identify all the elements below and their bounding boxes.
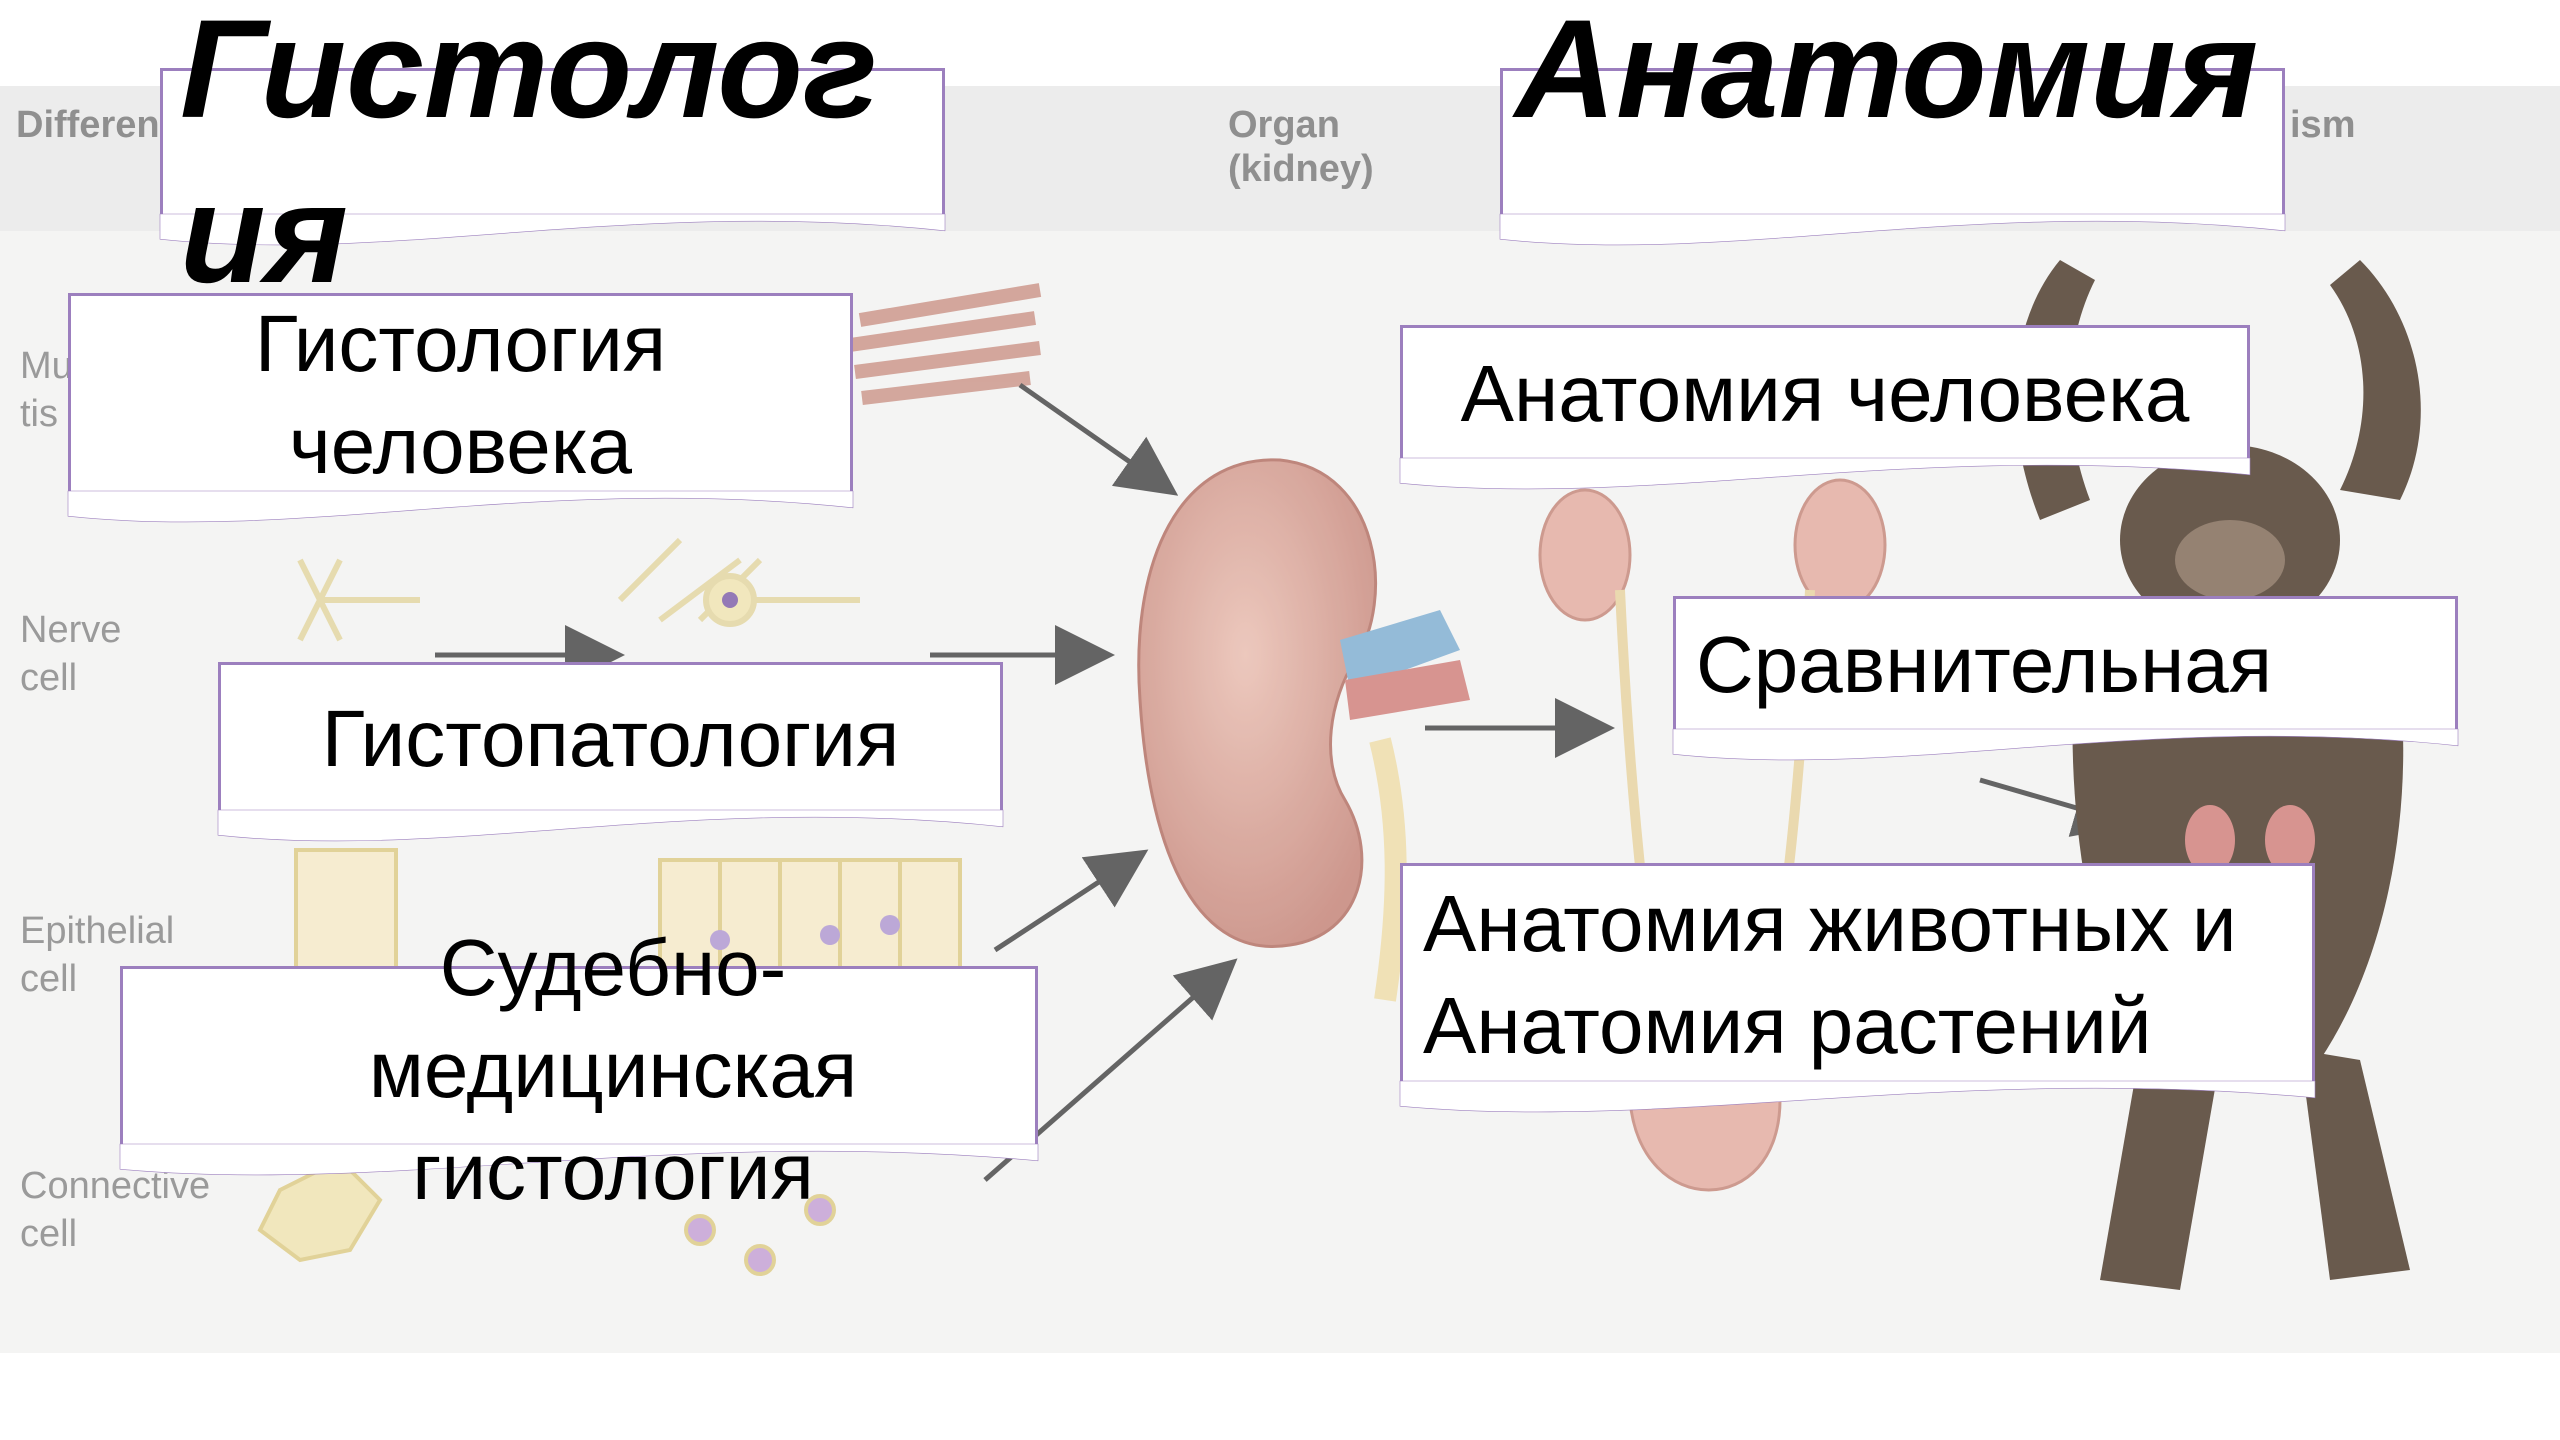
human-histology-box: Гистология человека <box>68 293 853 493</box>
column-header-differentiation: Differen <box>16 104 160 148</box>
forensic-histology-label: Судебно-медицинская гистология <box>313 917 913 1223</box>
row-label-nerve: Nerve cell <box>20 607 150 702</box>
histopathology-label: Гистопатология <box>322 688 900 790</box>
comparative-anatomy-label: Сравнительная <box>1696 614 2272 716</box>
column-header-organism: ism <box>2290 104 2355 148</box>
histopathology-box: Гистопатология <box>218 662 1003 812</box>
human-anatomy-box: Анатомия человека <box>1400 325 2250 460</box>
column-header-organ: Organ (kidney) <box>1228 104 1398 191</box>
forensic-histology-box: Судебно-медицинская гистология <box>120 966 1038 1146</box>
anatomy-title: Анатомия <box>1515 0 2275 151</box>
human-histology-label: Гистология человека <box>246 293 676 497</box>
animal-plant-anatomy-box: Анатомия животных и Анатомия растений <box>1400 863 2315 1083</box>
histology-title: Гистология <box>180 0 940 316</box>
animal-plant-anatomy-label: Анатомия животных и Анатомия растений <box>1423 873 2303 1077</box>
comparative-anatomy-box: Сравнительная <box>1673 596 2458 731</box>
human-anatomy-label: Анатомия человека <box>1461 343 2190 445</box>
nerve-cell-icon <box>300 540 860 640</box>
